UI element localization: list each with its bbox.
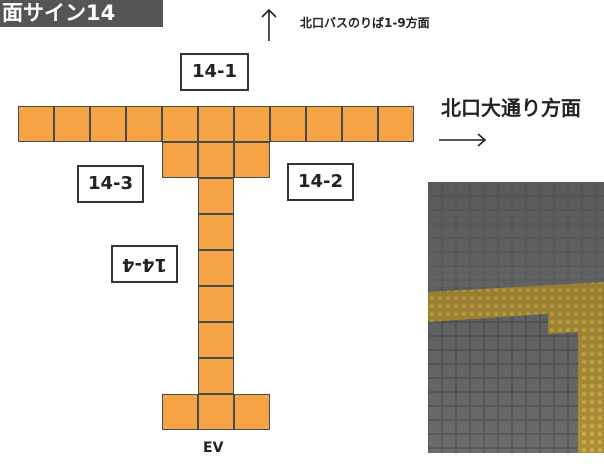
sign-14-3-label: 14-3 (87, 173, 134, 194)
up-arrow-icon (261, 8, 277, 41)
title-banner: 面サイン14 (0, 0, 163, 27)
paving-tile (162, 394, 198, 430)
north-street-direction-label: 北口大通り方面 (441, 96, 581, 120)
sign-14-2-label: 14-2 (297, 171, 344, 192)
north-bus-direction-label: 北口バスのりば1-9方面 (300, 16, 430, 30)
paving-tile (126, 106, 162, 142)
paving-tile (378, 106, 414, 142)
sign-14-1-label: 14-1 (191, 61, 238, 82)
paving-tile (198, 358, 234, 394)
paving-tile (162, 142, 198, 178)
paving-tile (342, 106, 378, 142)
paving-tile (234, 142, 270, 178)
paving-tile (18, 106, 54, 142)
paving-tile (198, 106, 234, 142)
right-arrow-icon (439, 133, 487, 147)
paving-tile (198, 142, 234, 178)
paving-tile (198, 322, 234, 358)
paving-tile (306, 106, 342, 142)
paving-tile (162, 106, 198, 142)
paving-tile (270, 106, 306, 142)
paving-tile (198, 394, 234, 430)
sign-14-4-label: 14-4 (121, 254, 168, 275)
sign-14-3: 14-3 (77, 165, 144, 203)
paving-tile (198, 250, 234, 286)
paving-tile (234, 394, 270, 430)
paving-tile (234, 106, 270, 142)
paving-tile (198, 214, 234, 250)
sign-14-1: 14-1 (180, 53, 249, 91)
paving-tile (90, 106, 126, 142)
sign-14-2: 14-2 (287, 163, 354, 201)
sign-14-4: 14-4 (111, 245, 178, 283)
floor-photo-image (428, 182, 604, 453)
title-text: 面サイン14 (2, 1, 116, 25)
elevator-label: EV (203, 440, 224, 456)
paving-tile (54, 106, 90, 142)
floor-photo (428, 182, 604, 453)
paving-tile (198, 286, 234, 322)
paving-tile (198, 178, 234, 214)
